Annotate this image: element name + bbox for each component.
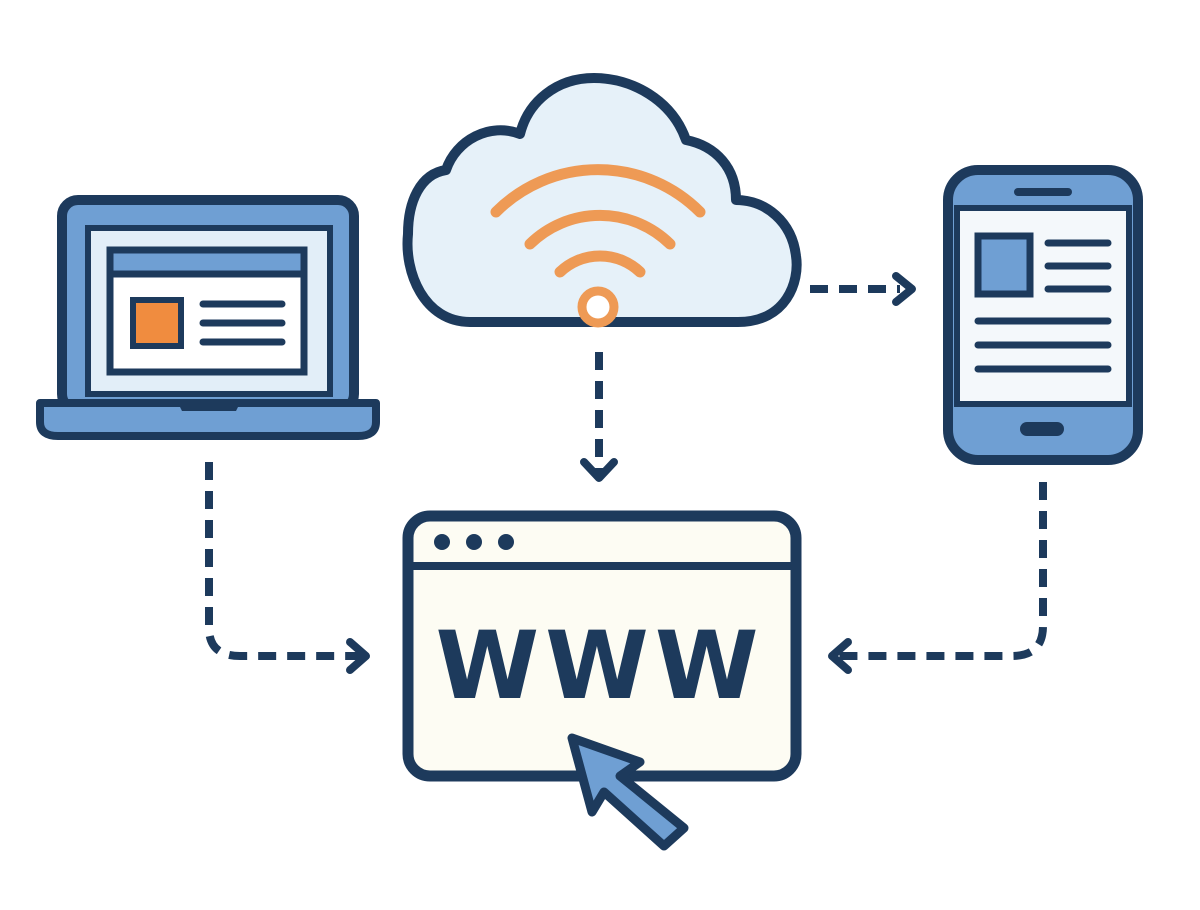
- cloud-icon: [402, 73, 802, 328]
- cloud-to-phone-arrow: [810, 272, 916, 306]
- laptop-screen-window: [106, 246, 308, 376]
- mouse-cursor-icon: [567, 733, 689, 851]
- window-dot-3: [498, 534, 514, 550]
- www-label: WWW: [435, 612, 764, 721]
- wifi-icon: [490, 164, 706, 328]
- orange-thumbnail-icon: [130, 297, 184, 349]
- phone-thumbnail-icon: [974, 232, 1034, 298]
- window-dot-2: [466, 534, 482, 550]
- phone-home-button: [1020, 422, 1064, 436]
- mobile-phone-icon: [943, 165, 1143, 465]
- browser-window-icon: WWW: [402, 510, 802, 782]
- laptop-to-browser-arrow: [205, 462, 370, 674]
- window-dot-1: [434, 534, 450, 550]
- phone-to-browser-arrow: [828, 482, 1047, 674]
- cloud-to-browser-arrow: [580, 352, 618, 482]
- laptop-icon: [36, 195, 380, 440]
